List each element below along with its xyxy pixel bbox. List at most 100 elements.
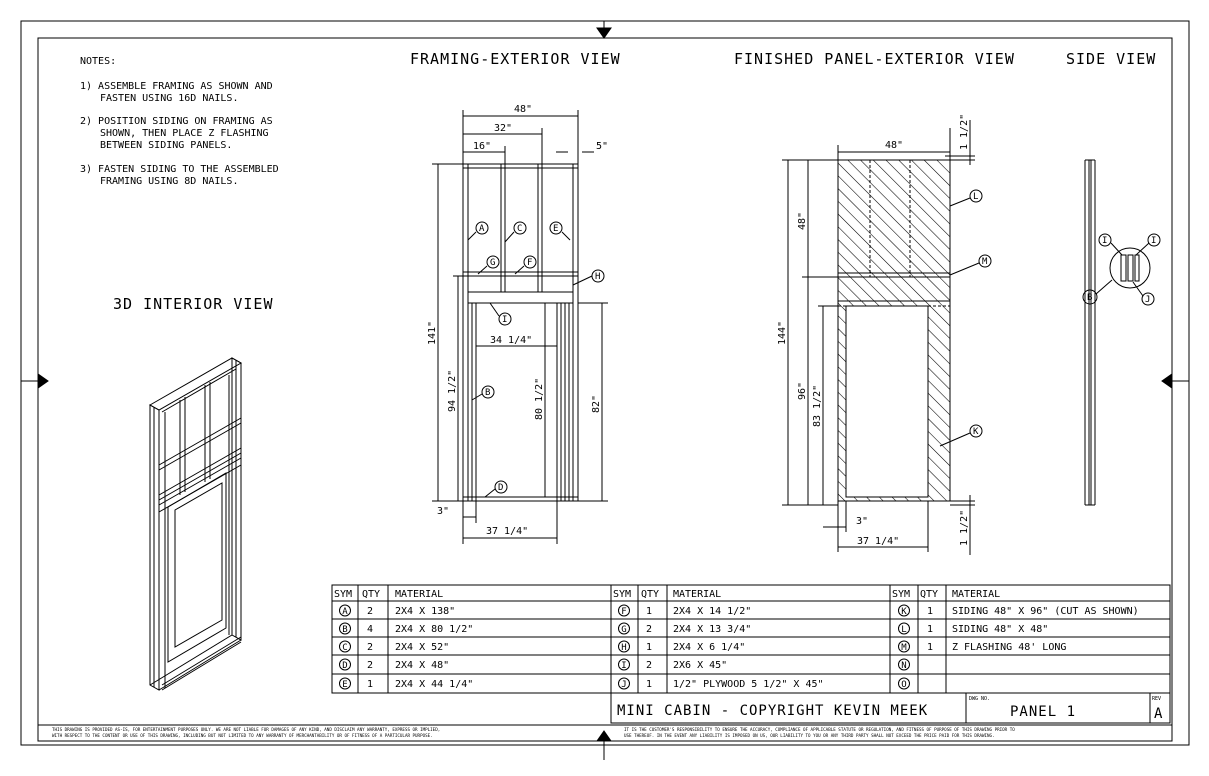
table-cell-material: 2X4 X 52" — [395, 642, 449, 653]
title-block: MINI CABIN - COPYRIGHT KEVIN MEEK DWG NO… — [610, 692, 1171, 724]
table-cell-qty: 2 — [367, 660, 373, 671]
callout-j: J — [1145, 295, 1150, 305]
table-cell-sym: D — [342, 661, 347, 671]
side-callouts: I I J B — [1087, 236, 1156, 305]
note-line: BETWEEN SIDING PANELS. — [100, 140, 232, 151]
table-cell-material: 2X4 X 44 1/4" — [395, 679, 473, 690]
finished-drawing — [837, 159, 951, 502]
symbol-circle — [618, 640, 630, 653]
table-cell-qty: 2 — [646, 660, 652, 671]
dim-48: 48" — [514, 104, 532, 115]
table-cell-qty: 1 — [927, 624, 933, 635]
symbol-circle — [339, 622, 351, 635]
table-cell-material: 2X4 X 138" — [395, 606, 455, 617]
callout-e: E — [553, 224, 558, 234]
revision: A — [1154, 706, 1163, 722]
drawing-number: PANEL 1 — [1010, 704, 1076, 720]
header-sym: SYM — [334, 589, 352, 600]
table-cell-material: SIDING 48" X 48" — [952, 624, 1048, 635]
dim-96: 96" — [797, 382, 808, 400]
disclaimer-left-1: THIS DRAWING IS PROVIDED AS-IS, FOR ENTE… — [52, 727, 440, 732]
table-cell-material: 2X4 X 6 1/4" — [673, 642, 745, 653]
note-line: 3) FASTEN SIDING TO THE ASSEMBLED — [80, 164, 279, 175]
note-line: FRAMING USING 8D NAILS. — [100, 176, 238, 187]
table-cell-sym: L — [901, 625, 906, 635]
callout-l: L — [973, 192, 978, 202]
table-cell-qty: 1 — [646, 606, 652, 617]
finished-lines — [782, 120, 992, 555]
disclaimer-left-2: WITH RESPECT TO THE CONTENT OR USE OF TH… — [52, 733, 433, 738]
symbol-circle — [339, 677, 351, 690]
dim-5: 5" — [596, 141, 608, 152]
dim-83-1-2: 83 1/2" — [812, 385, 823, 427]
dim-82: 82" — [591, 395, 602, 413]
dim-144: 144" — [777, 321, 788, 345]
callout-d: D — [498, 483, 503, 493]
callout-b-side: B — [1087, 293, 1092, 303]
header-qty: QTY — [362, 589, 380, 600]
table-cell-material: 2X4 X 14 1/2" — [673, 606, 751, 617]
symbol-circle — [898, 658, 910, 671]
symbol-circle — [898, 604, 910, 617]
callout-c: C — [517, 224, 522, 234]
header-qty: QTY — [641, 589, 659, 600]
table-cell-sym: G — [621, 625, 626, 635]
dim-3: 3" — [856, 516, 868, 527]
finished-view-title: FINISHED PANEL-EXTERIOR VIEW — [734, 50, 1015, 68]
callout-g: G — [490, 258, 495, 268]
dim-48-vertical: 48" — [797, 212, 808, 230]
table-cell-sym: I — [621, 661, 626, 671]
table-cell-material: 2X4 X 13 3/4" — [673, 624, 751, 635]
interior-view-title: 3D INTERIOR VIEW — [113, 295, 274, 313]
dim-48: 48" — [885, 140, 903, 151]
dim-3: 3" — [437, 506, 449, 517]
table-cell-sym: J — [621, 680, 626, 690]
table-cell-sym: A — [342, 607, 348, 617]
table-cell-material: Z FLASHING 48' LONG — [952, 642, 1066, 653]
dim-80-1-2: 80 1/2" — [534, 378, 545, 420]
header-sym: SYM — [613, 589, 631, 600]
dwg-no-label: DWG NO. — [969, 696, 990, 702]
dim-141: 141" — [427, 321, 438, 345]
note-line: SHOWN, THEN PLACE Z FLASHING — [100, 128, 269, 139]
symbol-circle — [339, 658, 351, 671]
header-material: MATERIAL — [673, 589, 721, 600]
table-cell-sym: M — [901, 643, 907, 653]
table-cell-sym: O — [901, 680, 906, 690]
callout-i-right: I — [1151, 236, 1156, 246]
header-material: MATERIAL — [395, 589, 443, 600]
table-grid — [332, 585, 1170, 693]
symbol-circle — [618, 622, 630, 635]
rev-label: REV — [1152, 696, 1161, 702]
symbol-circle — [618, 677, 630, 690]
dim-34-1-4: 34 1/4" — [490, 335, 532, 346]
note-line: FASTEN USING 16D NAILS. — [100, 93, 238, 104]
table-cell-material: 2X6 X 45" — [673, 660, 727, 671]
table-cell-qty: 1 — [927, 606, 933, 617]
symbol-circle — [898, 677, 910, 690]
table-cell-material: 2X4 X 48" — [395, 660, 449, 671]
table-cell-sym: E — [342, 680, 347, 690]
table-cell-qty: 1 — [927, 642, 933, 653]
callout-i-left: I — [1102, 236, 1107, 246]
table-cell-sym: K — [901, 607, 907, 617]
callout-f: F — [527, 258, 532, 268]
finished-dimensions: 48" 1 1/2" 48" 144" 96" 83 1/2" 3" 37 1/… — [777, 114, 970, 547]
interior-3d-drawing — [148, 357, 243, 691]
disclaimer: THIS DRAWING IS PROVIDED AS-IS, FOR ENTE… — [38, 724, 1172, 738]
dim-1-1-2-top: 1 1/2" — [959, 114, 970, 150]
notes-heading: NOTES: — [80, 56, 116, 67]
framing-view-title: FRAMING-EXTERIOR VIEW — [410, 50, 621, 68]
note-line: 2) POSITION SIDING ON FRAMING AS — [80, 116, 273, 127]
framing-callouts: A C E G F H I B D — [479, 224, 600, 493]
callout-b: B — [485, 388, 490, 398]
dim-94-1-2: 94 1/2" — [447, 370, 458, 412]
symbol-circle — [898, 622, 910, 635]
table-cell-material: 2X4 X 80 1/2" — [395, 624, 473, 635]
framing-drawing — [432, 110, 608, 544]
table-cell-qty: 4 — [367, 624, 373, 635]
side-drawing — [1082, 159, 1161, 506]
outer-border — [20, 20, 1190, 746]
